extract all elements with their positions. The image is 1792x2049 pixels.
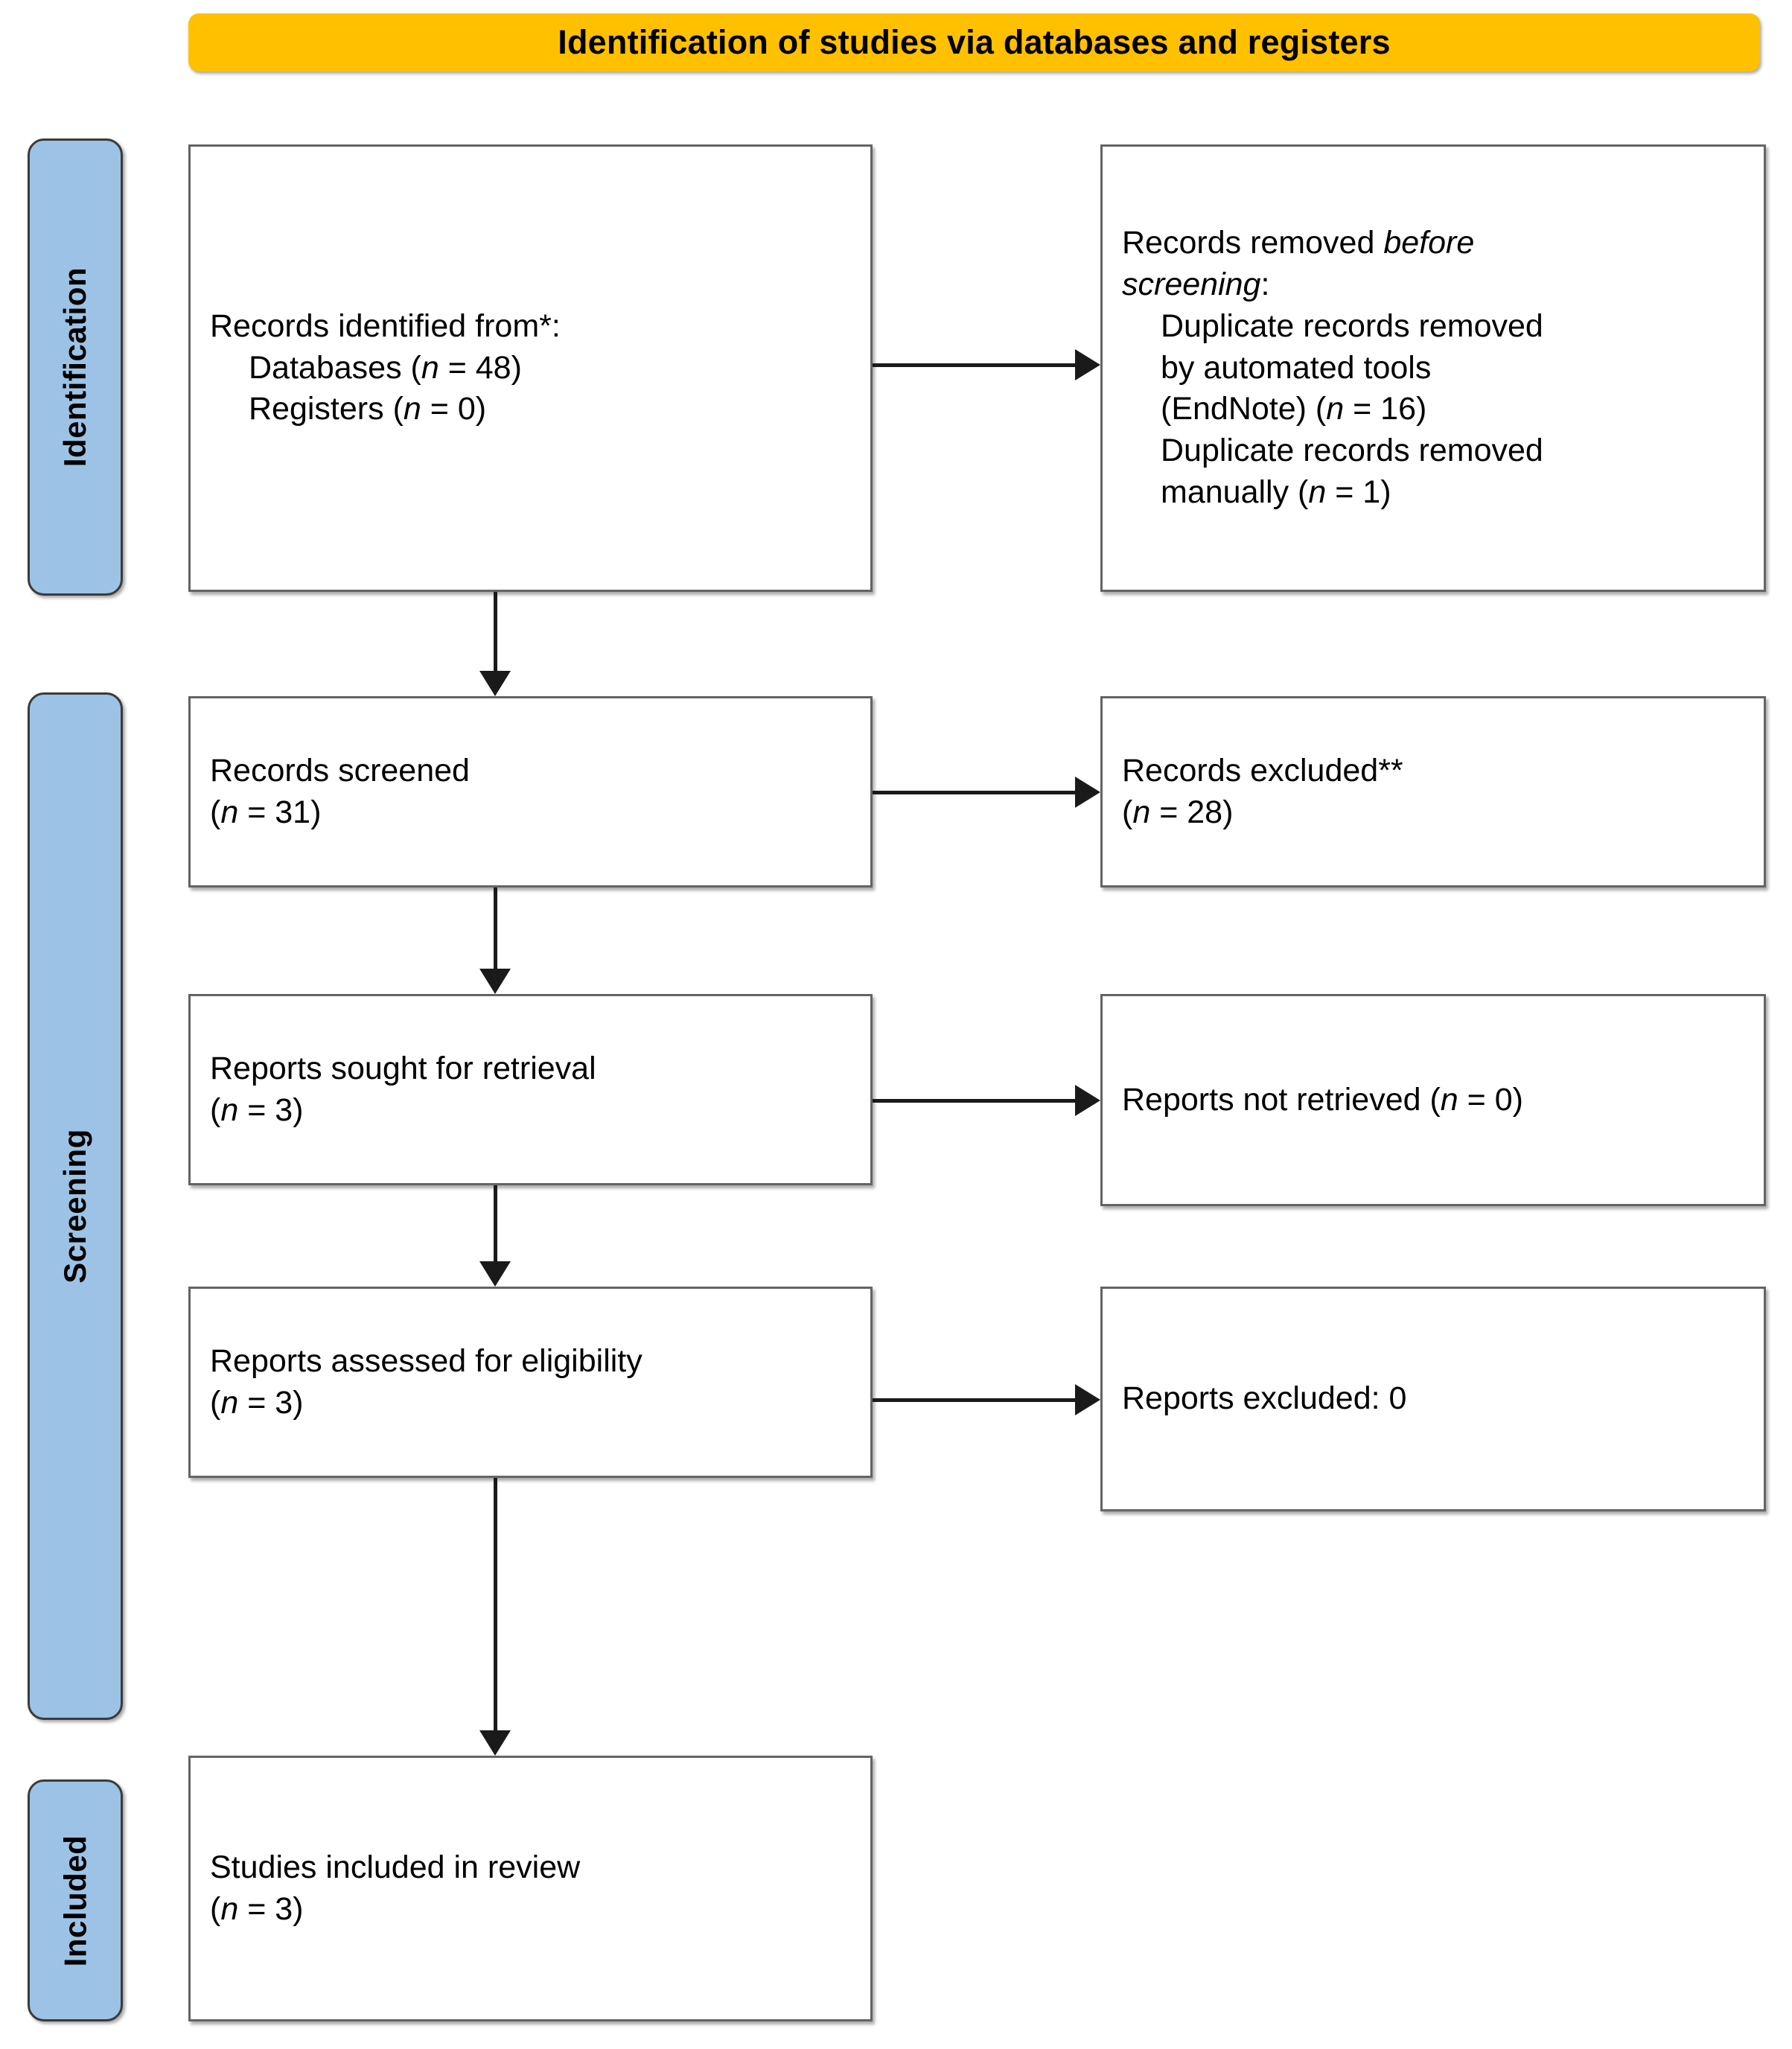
arrow-sought-to-assessed bbox=[473, 1185, 517, 1287]
records-excluded-line-1: Records excluded** bbox=[1122, 752, 1403, 788]
diagram-header-banner: Identification of studies via databases … bbox=[188, 13, 1760, 71]
arrow-assessed-to-excluded bbox=[873, 1377, 1100, 1422]
stage-label-included: Included bbox=[28, 1779, 123, 2021]
reports-sought-line-1: Reports sought for retrieval bbox=[210, 1050, 596, 1086]
reports-excluded-line-1: Reports excluded: 0 bbox=[1122, 1380, 1407, 1417]
records-screened-line-2: (n = 31) bbox=[210, 794, 322, 830]
box-studies-included-text: Studies included in review (n = 3) bbox=[191, 1847, 599, 1931]
records-removed-line-2: screening: bbox=[1122, 266, 1270, 302]
records-identified-line-1: Records identified from*: bbox=[210, 307, 561, 344]
arrow-identified-to-screened bbox=[473, 592, 517, 696]
records-identified-line-2: Databases (n = 48) bbox=[249, 349, 522, 386]
box-records-removed-text: Records removed before screening: Duplic… bbox=[1103, 223, 1563, 514]
records-removed-line-5: (EndNote) (n = 16) bbox=[1161, 391, 1427, 427]
box-records-excluded-text: Records excluded** (n = 28) bbox=[1103, 751, 1423, 834]
stage-label-identification: Identification bbox=[28, 138, 123, 596]
records-excluded-line-2: (n = 28) bbox=[1122, 794, 1234, 830]
records-removed-line-6: Duplicate records removed bbox=[1161, 433, 1543, 469]
records-removed-line-7: manually (n = 1) bbox=[1161, 474, 1391, 511]
reports-assessed-line-2: (n = 3) bbox=[210, 1384, 304, 1421]
studies-included-line-1: Studies included in review bbox=[210, 1849, 581, 1885]
arrow-screened-to-excluded bbox=[873, 770, 1100, 815]
diagram-title: Identification of studies via databases … bbox=[558, 23, 1391, 61]
arrow-assessed-to-included bbox=[473, 1478, 517, 1756]
records-screened-line-1: Records screened bbox=[210, 752, 470, 788]
box-reports-sought-text: Reports sought for retrieval (n = 3) bbox=[191, 1048, 616, 1132]
box-reports-assessed-text: Reports assessed for eligibility (n = 3) bbox=[191, 1341, 662, 1424]
box-reports-not-retrieved: Reports not retrieved (n = 0) bbox=[1100, 994, 1766, 1206]
records-identified-line-3: Registers (n = 0) bbox=[249, 391, 487, 427]
stage-label-screening-text: Screening bbox=[57, 1129, 93, 1284]
arrow-sought-to-not-retrieved bbox=[873, 1078, 1100, 1123]
box-reports-sought: Reports sought for retrieval (n = 3) bbox=[188, 994, 873, 1185]
stage-label-identification-text: Identification bbox=[57, 267, 92, 468]
box-records-identified-text: Records identified from*: Databases (n =… bbox=[191, 306, 580, 431]
box-records-identified: Records identified from*: Databases (n =… bbox=[188, 144, 873, 592]
box-reports-not-retrieved-text: Reports not retrieved (n = 0) bbox=[1103, 1080, 1543, 1121]
studies-included-line-2: (n = 3) bbox=[210, 1890, 304, 1927]
box-reports-excluded-text: Reports excluded: 0 bbox=[1103, 1378, 1426, 1420]
reports-assessed-line-1: Reports assessed for eligibility bbox=[210, 1342, 642, 1379]
stage-label-screening: Screening bbox=[28, 692, 123, 1720]
box-reports-excluded: Reports excluded: 0 bbox=[1100, 1287, 1766, 1511]
reports-not-retrieved-line-1: Reports not retrieved (n = 0) bbox=[1122, 1081, 1523, 1118]
records-removed-line-1: Records removed before bbox=[1122, 224, 1475, 261]
records-removed-line-4: by automated tools bbox=[1161, 349, 1432, 386]
stage-label-included-text: Included bbox=[57, 1835, 92, 1966]
box-records-screened-text: Records screened (n = 31) bbox=[191, 751, 489, 834]
records-removed-line-3: Duplicate records removed bbox=[1161, 307, 1543, 344]
box-records-screened: Records screened (n = 31) bbox=[188, 696, 873, 888]
box-records-excluded: Records excluded** (n = 28) bbox=[1100, 696, 1766, 888]
reports-sought-line-2: (n = 3) bbox=[210, 1092, 304, 1128]
arrow-screened-to-sought bbox=[473, 888, 517, 994]
box-records-removed: Records removed before screening: Duplic… bbox=[1100, 144, 1766, 592]
box-reports-assessed: Reports assessed for eligibility (n = 3) bbox=[188, 1287, 873, 1478]
box-studies-included: Studies included in review (n = 3) bbox=[188, 1756, 873, 2021]
arrow-identified-to-removed bbox=[873, 342, 1100, 387]
